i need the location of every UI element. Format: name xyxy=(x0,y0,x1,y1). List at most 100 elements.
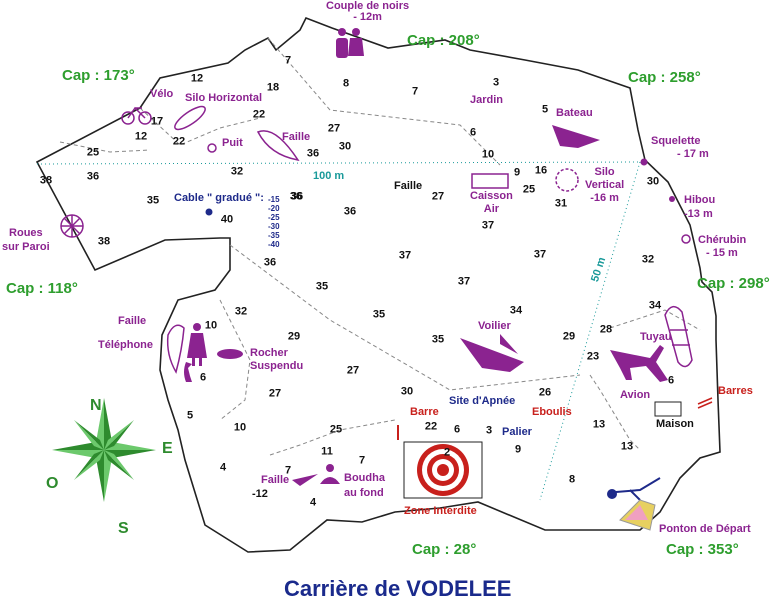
horizontal-silo-icon xyxy=(174,105,206,131)
skeleton-marker-icon xyxy=(640,158,648,166)
suspended-rock-icon xyxy=(217,349,243,359)
hibou-label: Hibou-13 m xyxy=(684,194,716,220)
depth-marker: 7 xyxy=(411,85,419,98)
depth-marker: 28 xyxy=(599,323,613,336)
depth-marker: 36 xyxy=(289,190,303,203)
depth-marker: 11 xyxy=(321,445,333,458)
depth-marker: 38 xyxy=(39,174,53,187)
site-apnee-label: Site d'Apnée xyxy=(449,395,516,407)
telephone-label: Téléphone xyxy=(98,339,154,351)
distance-100m-label: 100 m xyxy=(313,170,345,182)
bateau-label: Bateau xyxy=(556,107,593,119)
vertical-silo-icon xyxy=(555,168,579,192)
couple-label: Couple de noirs- 12m xyxy=(326,0,410,23)
zone-interdite-label: Zone Interdite xyxy=(404,505,477,517)
compass-north: N xyxy=(90,397,102,414)
voilier-label: Voilier xyxy=(478,320,511,332)
depth-marker: 25 xyxy=(329,423,343,436)
depth-marker: 17 xyxy=(150,115,164,128)
depth-marker: 5 xyxy=(541,103,549,116)
depth-marker: 7 xyxy=(284,464,292,477)
well-icon xyxy=(207,143,217,153)
depth-marker: 6 xyxy=(667,374,675,387)
depth-marker: 29 xyxy=(562,330,576,343)
buddha-icon xyxy=(320,464,340,484)
depth-marker: 7 xyxy=(358,454,366,467)
silo-horizontal-label: Silo Horizontal xyxy=(185,92,262,104)
depth-marker: 22 xyxy=(424,420,438,433)
depth-marker: 18 xyxy=(266,81,280,94)
couple-icon xyxy=(336,28,364,58)
depth-marker: 37 xyxy=(398,249,412,262)
depth-marker: 30 xyxy=(338,140,352,153)
target-icon xyxy=(417,444,469,496)
depth-marker: 16 xyxy=(534,164,548,177)
faille-top-label: Faille xyxy=(282,131,311,143)
map-title: Carrière de VODELEE xyxy=(284,576,512,601)
depth-marker: 29 xyxy=(287,330,301,343)
compass-south: S xyxy=(118,520,129,537)
depth-marker: 22 xyxy=(172,135,186,148)
squelette-label: Squelette- 17 m xyxy=(651,135,709,160)
depth-marker: 37 xyxy=(457,275,471,288)
depth-marker: 7 xyxy=(284,54,292,67)
depth-marker: 37 xyxy=(533,248,547,261)
compass-west: O xyxy=(46,475,59,492)
maison-label: Maison xyxy=(656,418,694,430)
cable-label: Cable " gradué ": xyxy=(174,192,264,204)
depth-marker: 31 xyxy=(554,197,568,210)
faille-left-label: Faille xyxy=(118,315,147,327)
ponton-label: Ponton de Départ xyxy=(659,523,751,535)
depth-marker: 23 xyxy=(586,350,600,363)
depth-marker: 30 xyxy=(646,175,660,188)
cherubin-label: Chérubin- 15 m xyxy=(698,234,747,259)
depth-marker: 4 xyxy=(219,461,227,474)
depth-marker: 6 xyxy=(199,371,207,384)
depth-marker: 10 xyxy=(481,148,495,161)
fault-bottom-icon xyxy=(292,474,318,486)
depth-marker: 35 xyxy=(372,308,386,321)
cap-298: Cap : 298° xyxy=(697,275,770,292)
faille-bottom-label: Faille xyxy=(261,474,290,486)
cherub-marker-icon xyxy=(681,234,691,244)
palier-label: Palier xyxy=(502,426,532,438)
bicycle-icon xyxy=(121,106,152,125)
depth-marker: 36 xyxy=(86,170,100,183)
depth-marker: 35 xyxy=(146,194,160,207)
tuyau-label: Tuyau xyxy=(640,331,672,343)
wheel-icon xyxy=(60,214,84,238)
depth-marker: 30 xyxy=(400,385,414,398)
depth-marker: 25 xyxy=(522,183,536,196)
depth-marker: 3 xyxy=(492,76,500,89)
depth-marker: 5 xyxy=(186,409,194,422)
depth-marker: 32 xyxy=(230,165,244,178)
depth-marker: 27 xyxy=(431,190,445,203)
bars-icon xyxy=(697,397,713,409)
depth-marker: 38 xyxy=(97,235,111,248)
house-icon xyxy=(654,401,682,417)
velo-label: Vélo xyxy=(150,88,174,100)
cable-marker-icon xyxy=(205,208,213,216)
depth-marker: 32 xyxy=(641,253,655,266)
cap-208: Cap : 208° xyxy=(407,32,480,49)
air-caisson-icon xyxy=(471,173,509,189)
depth-marker: 12 xyxy=(134,130,148,143)
depth-marker: 35 xyxy=(315,280,329,293)
forbidden-zone-square xyxy=(403,441,483,499)
depth-marker: 9 xyxy=(513,166,521,179)
compass-east: E xyxy=(162,440,173,457)
cable-depths: -15-20-25-30-35-40 xyxy=(268,195,280,249)
depth-marker: 3 xyxy=(485,424,493,437)
distance-line-50m xyxy=(539,161,641,501)
sailboat-icon xyxy=(460,334,524,372)
fault-left-icon xyxy=(166,324,185,374)
woman-icon xyxy=(187,323,207,366)
compass-rose-icon xyxy=(52,398,156,502)
cap-118: Cap : 118° xyxy=(6,280,78,297)
depth-marker: 8 xyxy=(342,77,350,90)
depth-marker: 8 xyxy=(568,473,576,486)
depth-marker: 36 xyxy=(290,190,304,203)
depth-marker: 2 xyxy=(443,446,451,459)
